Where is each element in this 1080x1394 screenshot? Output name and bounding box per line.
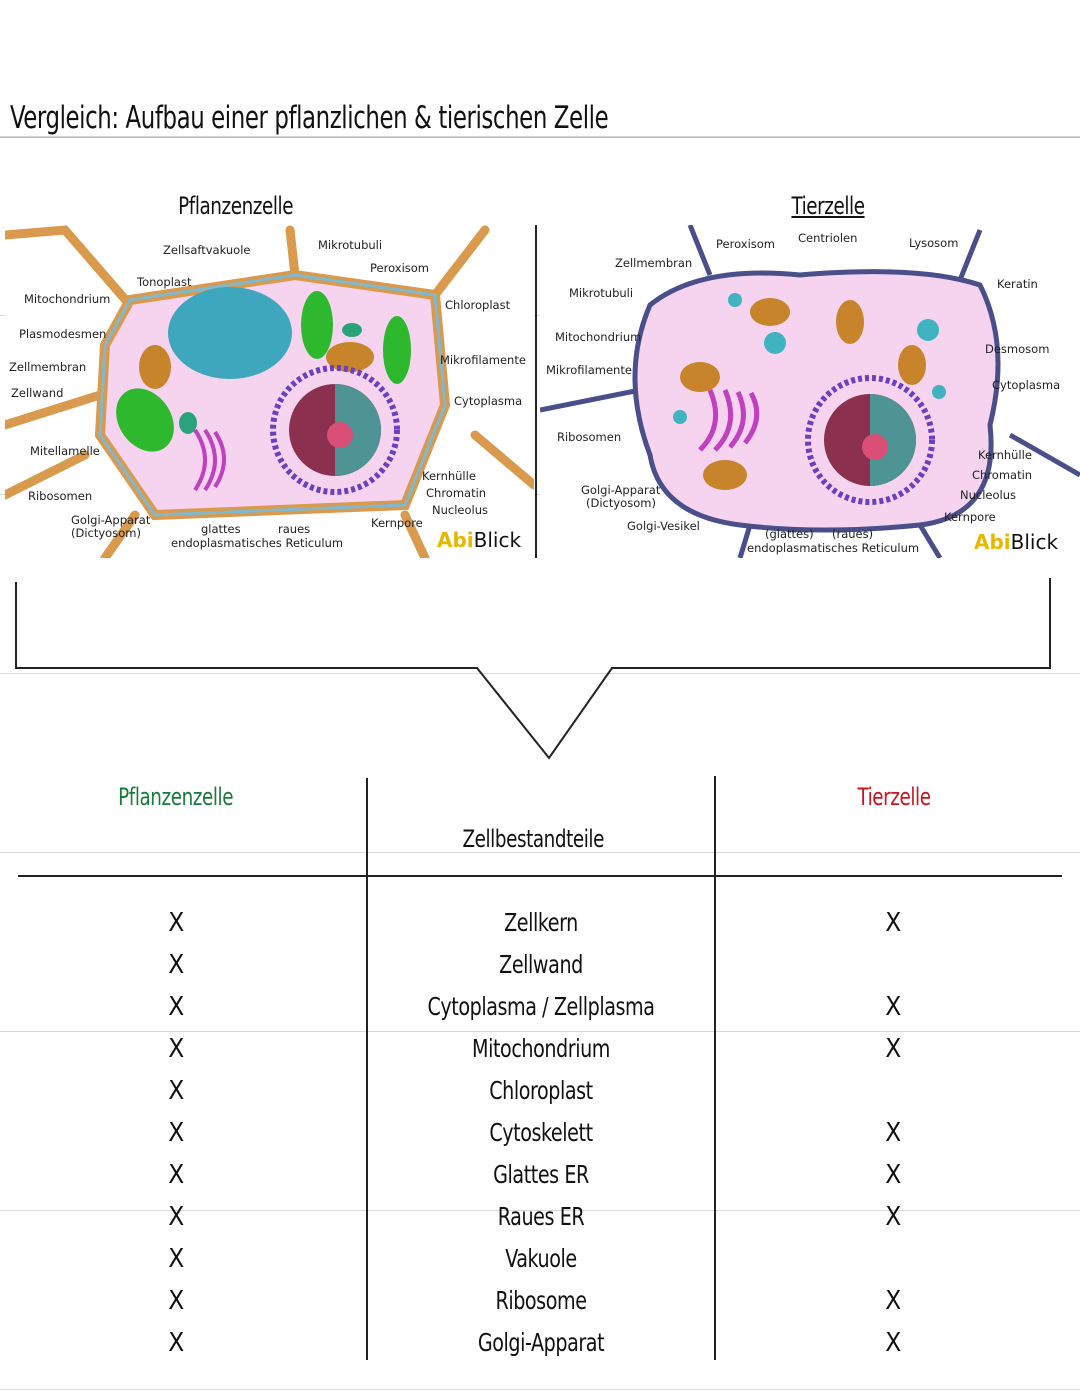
cell-component-name: Glattes ER bbox=[493, 1160, 589, 1189]
diagram-label: Zellmembran bbox=[9, 360, 87, 374]
diagram-label: raues bbox=[278, 522, 311, 536]
plant-cell-diagram: Zellsaftvakuole Mikrotubuli Peroxisom To… bbox=[5, 225, 534, 558]
cell-component-name: Chloroplast bbox=[489, 1076, 593, 1105]
diagram-label: Centriolen bbox=[798, 231, 858, 245]
cell-component-name: Ribosome bbox=[495, 1286, 587, 1315]
plant-heading: Pflanzenzelle bbox=[178, 192, 294, 220]
diagram-label: Zellmembran bbox=[615, 256, 693, 270]
diagram-label: Mikrotubuli bbox=[569, 286, 634, 300]
diagram-label: Chloroplast bbox=[445, 298, 511, 312]
animal-mark: X bbox=[885, 1286, 901, 1316]
animal-cell-diagram: Peroxisom Centriolen Lysosom Zellmembran… bbox=[540, 225, 1080, 558]
diagram-label: Mikrofilamente bbox=[546, 363, 632, 377]
cell-component-name: Zellkern bbox=[504, 908, 578, 937]
plant-mark: X bbox=[168, 1034, 184, 1064]
diagram-label: Cytoplasma bbox=[992, 378, 1061, 392]
diagram-label: Chromatin bbox=[426, 486, 487, 500]
diagram-label: Ribosomen bbox=[28, 489, 93, 503]
diagram-label: Lysosom bbox=[909, 236, 959, 250]
animal-mark: X bbox=[885, 1328, 901, 1358]
diagram-label: Kernpore bbox=[944, 510, 996, 524]
diagram-divider bbox=[535, 225, 537, 558]
diagram-label: Keratin bbox=[997, 277, 1038, 291]
diagram-label: Kernhülle bbox=[978, 448, 1032, 462]
diagram-label: Kernhülle bbox=[422, 469, 476, 483]
diagram-label: Golgi-Vesikel bbox=[627, 519, 700, 533]
animal-cell-illustration bbox=[540, 225, 1080, 558]
plant-mark: X bbox=[168, 992, 184, 1022]
animal-mark: X bbox=[885, 908, 901, 938]
abiblick-logo: AbiBlick bbox=[437, 528, 522, 552]
diagram-label: (Dictyosom) bbox=[71, 526, 141, 540]
plant-mark: X bbox=[168, 1244, 184, 1274]
diagram-label: (Dictyosom) bbox=[586, 496, 656, 510]
diagram-label: Golgi-Apparat bbox=[71, 513, 151, 527]
diagram-label: Peroxisom bbox=[716, 237, 775, 251]
cell-component-name: Golgi-Apparat bbox=[477, 1328, 605, 1357]
abiblick-logo: AbiBlick bbox=[974, 530, 1059, 554]
diagram-label: Desmosom bbox=[985, 342, 1050, 356]
diagram-label: Mitochondrium bbox=[555, 330, 642, 344]
cell-component-name: Cytoplasma / Zellplasma bbox=[427, 992, 655, 1021]
diagram-label: Mikrotubuli bbox=[318, 238, 383, 252]
diagram-label: Nucleolus bbox=[432, 503, 488, 517]
plant-mark: X bbox=[168, 950, 184, 980]
plant-mark: X bbox=[168, 1328, 184, 1358]
plant-mark: X bbox=[168, 1076, 184, 1106]
diagram-label: Peroxisom bbox=[370, 261, 429, 275]
plant-mark: X bbox=[168, 1202, 184, 1232]
plant-mark: X bbox=[168, 1160, 184, 1190]
diagram-label: Golgi-Apparat bbox=[581, 483, 661, 497]
table-column-divider bbox=[714, 776, 716, 1360]
title-underline bbox=[0, 137, 1080, 138]
diagram-label: endoplasmatisches Reticulum bbox=[747, 541, 920, 555]
bracket-arrow bbox=[15, 578, 1051, 760]
table-header-animal: Tierzelle bbox=[857, 783, 931, 811]
diagram-label: (raues) bbox=[832, 527, 874, 541]
plant-cell-illustration bbox=[5, 225, 534, 558]
cell-component-name: Cytoskelett bbox=[489, 1118, 593, 1147]
diagram-label: Zellsaftvakuole bbox=[163, 243, 251, 257]
plant-mark: X bbox=[168, 1118, 184, 1148]
cell-component-name: Mitochondrium bbox=[472, 1034, 610, 1063]
diagram-label: Ribosomen bbox=[557, 430, 622, 444]
diagram-label: Plasmodesmen bbox=[19, 327, 107, 341]
diagram-label: Nucleolus bbox=[960, 488, 1016, 502]
diagram-label: Zellwand bbox=[11, 386, 64, 400]
diagram-label: glattes bbox=[201, 522, 241, 536]
diagram-label: Mikrofilamente bbox=[440, 353, 526, 367]
animal-mark: X bbox=[885, 992, 901, 1022]
animal-mark: X bbox=[885, 1160, 901, 1190]
vacuole-shape bbox=[168, 287, 292, 379]
cell-component-name: Zellwand bbox=[499, 950, 583, 979]
animal-heading: Tierzelle bbox=[791, 192, 865, 220]
diagram-label: (glattes) bbox=[765, 527, 814, 541]
table-header-parts: Zellbestandteile bbox=[462, 825, 604, 853]
animal-mark: X bbox=[885, 1034, 901, 1064]
diagram-label: Cytoplasma bbox=[454, 394, 523, 408]
diagram-label: Mitellamelle bbox=[30, 444, 100, 458]
diagram-label: Chromatin bbox=[972, 468, 1033, 482]
animal-mark: X bbox=[885, 1118, 901, 1148]
diagram-label: endoplasmatisches Reticulum bbox=[171, 536, 344, 550]
table-header-divider bbox=[18, 875, 1062, 877]
cell-component-name: Raues ER bbox=[497, 1202, 585, 1231]
plant-mark: X bbox=[168, 908, 184, 938]
table-header-plant: Pflanzenzelle bbox=[118, 783, 234, 811]
diagram-label: Kernpore bbox=[371, 516, 423, 530]
cell-component-name: Vakuole bbox=[505, 1244, 577, 1273]
animal-mark: X bbox=[885, 1202, 901, 1232]
diagram-label: Mitochondrium bbox=[24, 292, 111, 306]
page-title: Vergleich: Aufbau einer pflanzlichen & t… bbox=[10, 100, 609, 136]
plant-mark: X bbox=[168, 1286, 184, 1316]
table-column-divider bbox=[366, 778, 368, 1360]
diagram-label: Tonoplast bbox=[137, 275, 192, 289]
